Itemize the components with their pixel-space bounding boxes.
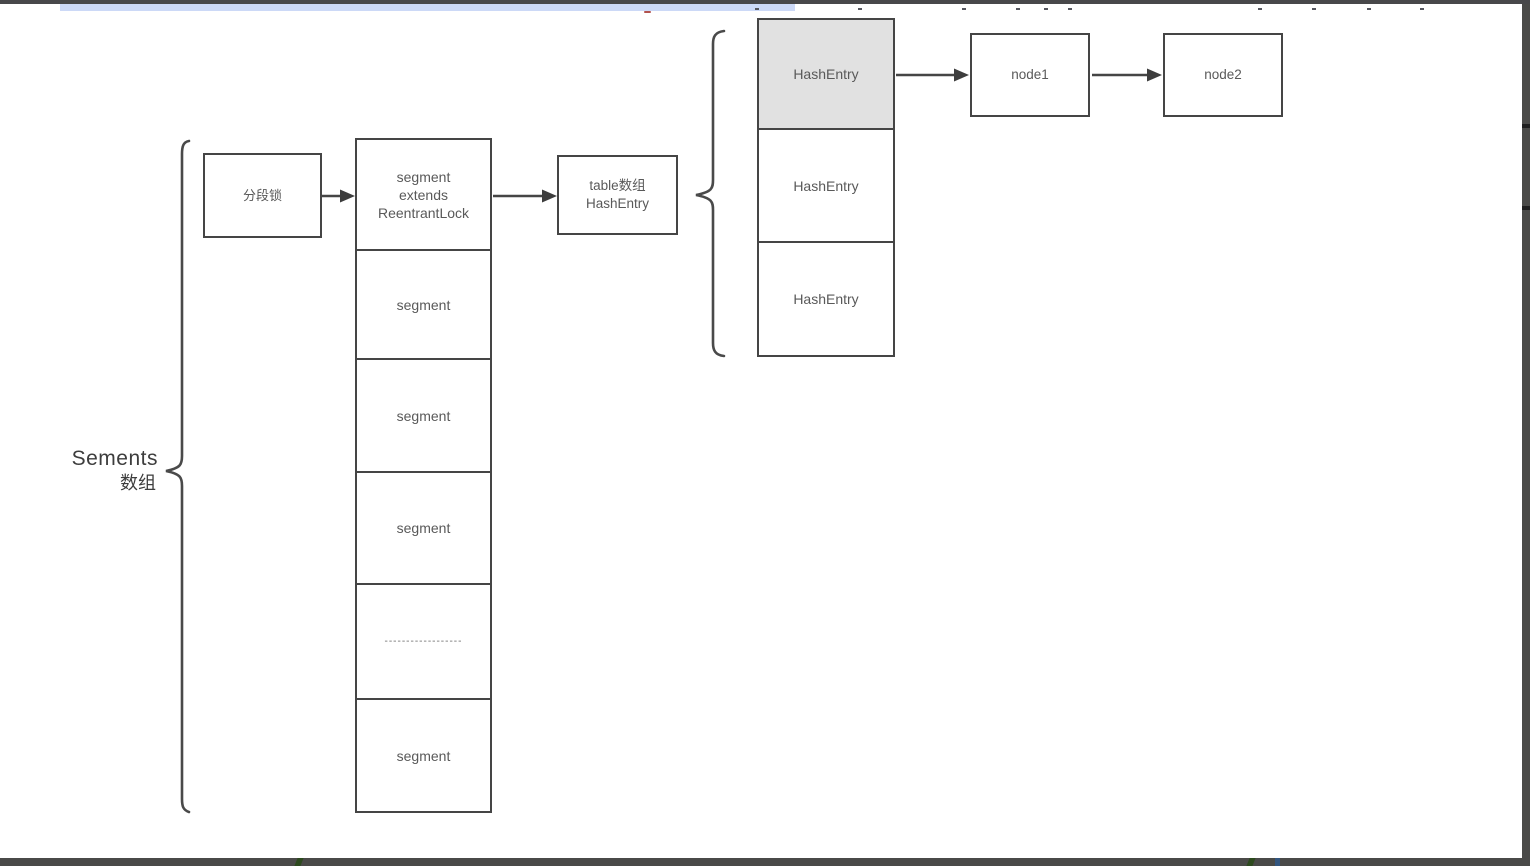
window-top-edge: [0, 0, 1530, 4]
text-speck: [1258, 8, 1262, 10]
segment-cell-reentrantlock[interactable]: segment extends ReentrantLock: [357, 140, 490, 251]
node2-box[interactable]: node2: [1163, 33, 1283, 117]
hashentry-label: HashEntry: [793, 66, 859, 82]
arrow-segment-to-table: [493, 189, 557, 203]
segment-lock-label: 分段锁: [242, 187, 282, 203]
right-edge-scrollbar[interactable]: [1522, 4, 1530, 858]
bottom-blue-mark: [1275, 858, 1280, 866]
hashentry-label: HashEntry: [793, 291, 859, 307]
scrollbar-notch: [1522, 206, 1530, 210]
table-array-line2: HashEntry: [585, 196, 650, 211]
segment-cell-line: extends: [398, 186, 449, 203]
text-speck: [1367, 8, 1371, 10]
arrow-hashentry-to-node1: [896, 68, 969, 82]
text-speck: [962, 8, 966, 10]
text-speck: [1068, 8, 1072, 10]
node2-label: node2: [1204, 67, 1242, 82]
text-speck: [1044, 8, 1048, 10]
window-bottom-edge: [0, 858, 1530, 866]
arrow-node1-to-node2: [1092, 68, 1162, 82]
scrollbar-notch: [1522, 124, 1530, 128]
node1-label: node1: [1011, 67, 1049, 82]
segment-cell-label: segment: [396, 747, 451, 764]
text-speck: [755, 8, 759, 10]
right-brace: [695, 29, 726, 358]
segment-lock-box[interactable]: 分段锁: [203, 153, 322, 238]
segment-cell-label: segment: [396, 296, 451, 313]
hashentry-cell[interactable]: HashEntry: [759, 130, 893, 243]
segments-array-label-en: Sements: [71, 447, 158, 470]
segments-array-label: Sements 数组: [40, 446, 158, 495]
node1-box[interactable]: node1: [970, 33, 1090, 117]
segment-ellipsis-label: ------------------: [384, 636, 463, 647]
left-brace: [165, 139, 191, 814]
arrow-lock-to-segments: [322, 189, 355, 203]
segment-array-column[interactable]: segment extends ReentrantLock segment se…: [355, 138, 492, 813]
table-array-line1: table数组: [589, 178, 646, 193]
hashentry-label: HashEntry: [793, 177, 859, 194]
text-speck: [1312, 8, 1316, 10]
segment-cell-line: segment: [396, 168, 451, 185]
selected-text-strip[interactable]: [60, 4, 795, 11]
text-speck: [1016, 8, 1020, 10]
segment-cell[interactable]: segment: [357, 360, 490, 473]
segment-cell-label: segment: [396, 407, 451, 424]
red-speck: [644, 11, 651, 13]
text-speck: [1420, 8, 1424, 10]
segments-array-label-cn: 数组: [120, 473, 156, 493]
segment-cell[interactable]: segment: [357, 700, 490, 811]
segment-cell-label: segment: [396, 520, 451, 536]
text-speck: [858, 8, 862, 10]
hashentry-cell[interactable]: HashEntry: [759, 243, 893, 355]
segment-cell[interactable]: segment: [357, 251, 490, 360]
segment-cell-ellipsis[interactable]: ------------------: [357, 585, 490, 700]
table-array-box[interactable]: table数组 HashEntry: [557, 155, 678, 235]
segment-cell-line: ReentrantLock: [377, 204, 470, 221]
hashentry-column[interactable]: HashEntry HashEntry HashEntry: [757, 18, 895, 357]
segment-cell[interactable]: segment: [357, 473, 490, 585]
hashentry-cell-highlighted[interactable]: HashEntry: [759, 20, 893, 130]
